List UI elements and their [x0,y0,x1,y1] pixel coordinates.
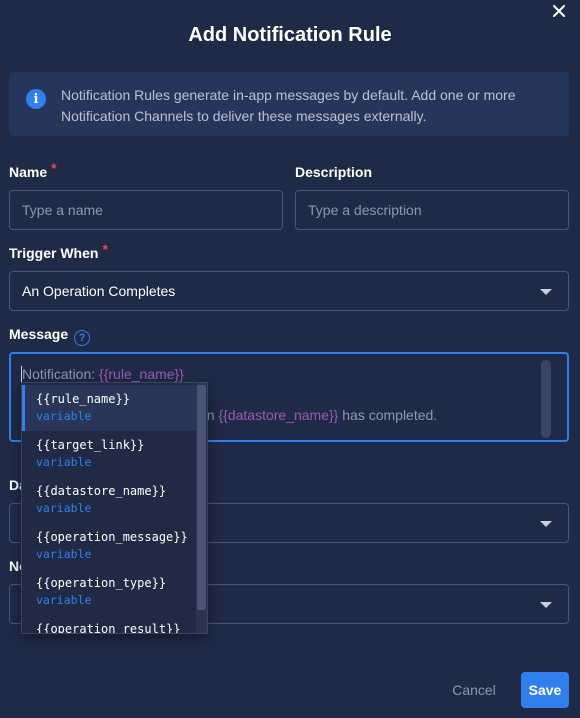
message-line-1: Notification: {{rule_name}} [21,366,184,382]
autocomplete-item-datastore-name[interactable]: {{datastore_name}} variable [36,484,167,515]
chevron-down-icon [540,521,552,527]
save-button[interactable]: Save [521,672,569,708]
close-button[interactable] [550,2,568,20]
autocomplete-item-operation-message[interactable]: {{operation_message}} variable [36,530,188,561]
cancel-button[interactable]: Cancel [452,682,496,698]
dialog-title: Add Notification Rule [188,24,392,46]
description-input[interactable]: Type a description [295,190,569,230]
close-icon [553,5,565,17]
required-marker: * [51,160,57,176]
autocomplete-item-operation-type[interactable]: {{operation_type}} variable [36,576,167,607]
autocomplete-dropdown: {{rule_name}} variable {{target_link}} v… [21,382,208,634]
message-label: Message? [9,326,91,346]
name-placeholder: Type a name [22,202,103,218]
message-line-2: on {{datastore_name}} has completed. [199,407,438,423]
name-label: Name* [9,160,57,180]
variable-token: {{rule_name}} [99,366,184,382]
info-banner: i Notification Rules generate in-app mes… [9,72,569,136]
info-text: Notification Rules generate in-app messa… [61,87,516,124]
description-label: Description [295,164,373,180]
text-cursor [21,366,22,382]
info-icon: i [26,89,46,109]
variable-token: {{datastore_name}} [218,407,339,423]
trigger-value: An Operation Completes [22,283,176,299]
message-scrollbar[interactable] [541,360,551,438]
autocomplete-item-operation-result[interactable]: {{operation_result}} variable [36,622,181,634]
chevron-down-icon [540,602,552,608]
autocomplete-scrollbar[interactable] [196,383,207,633]
description-placeholder: Type a description [308,202,422,218]
required-marker: * [102,241,108,257]
question-circle-icon[interactable]: ? [74,330,91,346]
autocomplete-item-rule-name[interactable]: {{rule_name}} variable [22,385,198,431]
autocomplete-scroll-thumb[interactable] [197,385,206,610]
trigger-select[interactable]: An Operation Completes [9,271,569,311]
chevron-down-icon [540,289,552,295]
autocomplete-item-target-link[interactable]: {{target_link}} variable [36,438,145,469]
trigger-label: Trigger When* [9,241,108,261]
name-input[interactable]: Type a name [9,190,283,230]
